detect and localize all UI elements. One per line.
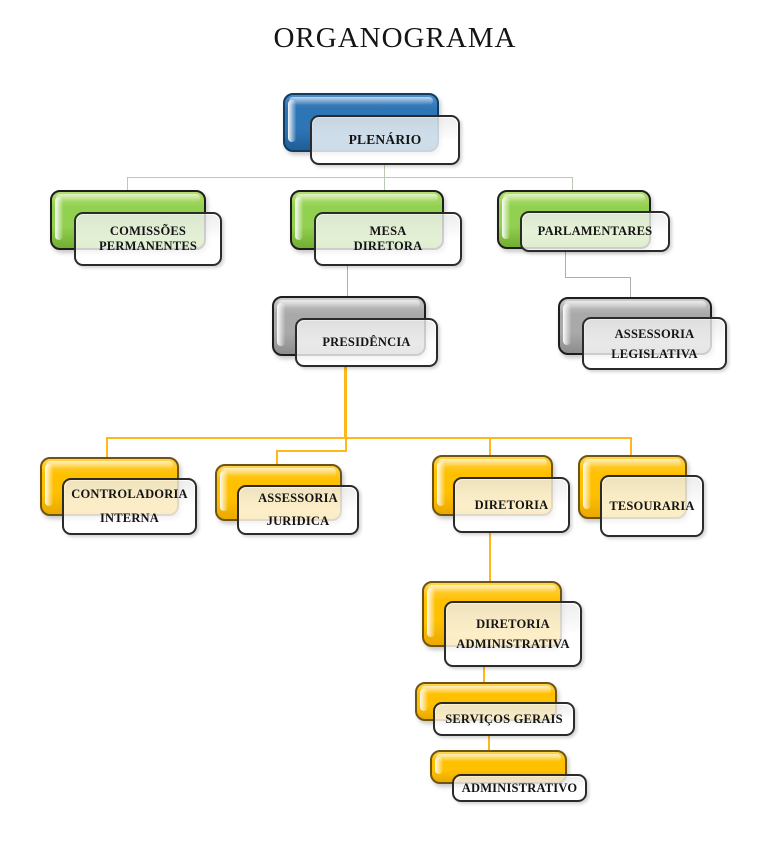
node-label: DIRETORIA xyxy=(474,497,549,512)
connector-line xyxy=(276,450,278,465)
connector-line xyxy=(630,437,632,456)
node-label-box: PARLAMENTARES xyxy=(520,211,670,252)
node-label: SERVIÇOS GERAIS xyxy=(445,711,563,726)
node-label-box: PRESIDÊNCIA xyxy=(295,318,438,367)
node-label: ADMINISTRATIVO xyxy=(461,780,578,795)
node-label-box: SERVIÇOS GERAIS xyxy=(433,702,575,736)
connector-line xyxy=(345,438,347,452)
connector-line xyxy=(483,666,485,683)
connector-line xyxy=(384,165,385,178)
chart-title: ORGANOGRAMA xyxy=(273,22,517,54)
connector-line xyxy=(127,177,573,178)
connector-line xyxy=(106,437,632,439)
connector-line xyxy=(488,735,490,751)
connector-line xyxy=(106,437,108,458)
node-label-box: ASSESSORIA JURIDICA xyxy=(237,485,359,535)
node-label: CONTROLADORIA INTERNA xyxy=(71,487,188,525)
connector-line xyxy=(384,177,385,191)
node-label: TESOURARIA xyxy=(609,498,695,513)
node-label: ASSESSORIA LEGISLATIVA xyxy=(611,326,698,361)
connector-line xyxy=(489,437,491,456)
node-label-box: DIRETORIA ADMINISTRATIVA xyxy=(444,601,582,667)
node-label: PLENÁRIO xyxy=(348,132,422,148)
connector-line xyxy=(347,266,348,297)
node-label-box: CONTROLADORIA INTERNA xyxy=(62,478,197,535)
connector-line xyxy=(572,177,573,191)
node-label-box: MESA DIRETORA xyxy=(314,212,462,266)
node-label: PARLAMENTARES xyxy=(537,224,653,239)
connector-line xyxy=(630,277,631,298)
node-label-box: ADMINISTRATIVO xyxy=(452,774,587,802)
connector-line xyxy=(565,243,566,278)
connector-line xyxy=(276,450,347,452)
connector-line xyxy=(565,277,631,278)
node-label-box: TESOURARIA xyxy=(600,475,704,537)
node-label: DIRETORIA ADMINISTRATIVA xyxy=(456,617,570,651)
connector-line xyxy=(127,177,128,191)
node-label: PRESIDÊNCIA xyxy=(322,335,411,350)
node-label-box: DIRETORIA xyxy=(453,477,570,533)
node-label: ASSESSORIA JURIDICA xyxy=(258,490,338,528)
node-label-box: COMISSÕES PERMANENTES xyxy=(74,212,222,266)
node-label: MESA DIRETORA xyxy=(353,224,423,253)
node-label-box: ASSESSORIA LEGISLATIVA xyxy=(582,317,727,370)
connector-line xyxy=(344,366,347,438)
connector-line xyxy=(489,533,491,582)
node-label: COMISSÕES PERMANENTES xyxy=(98,224,198,253)
node-label-box: PLENÁRIO xyxy=(310,115,460,165)
